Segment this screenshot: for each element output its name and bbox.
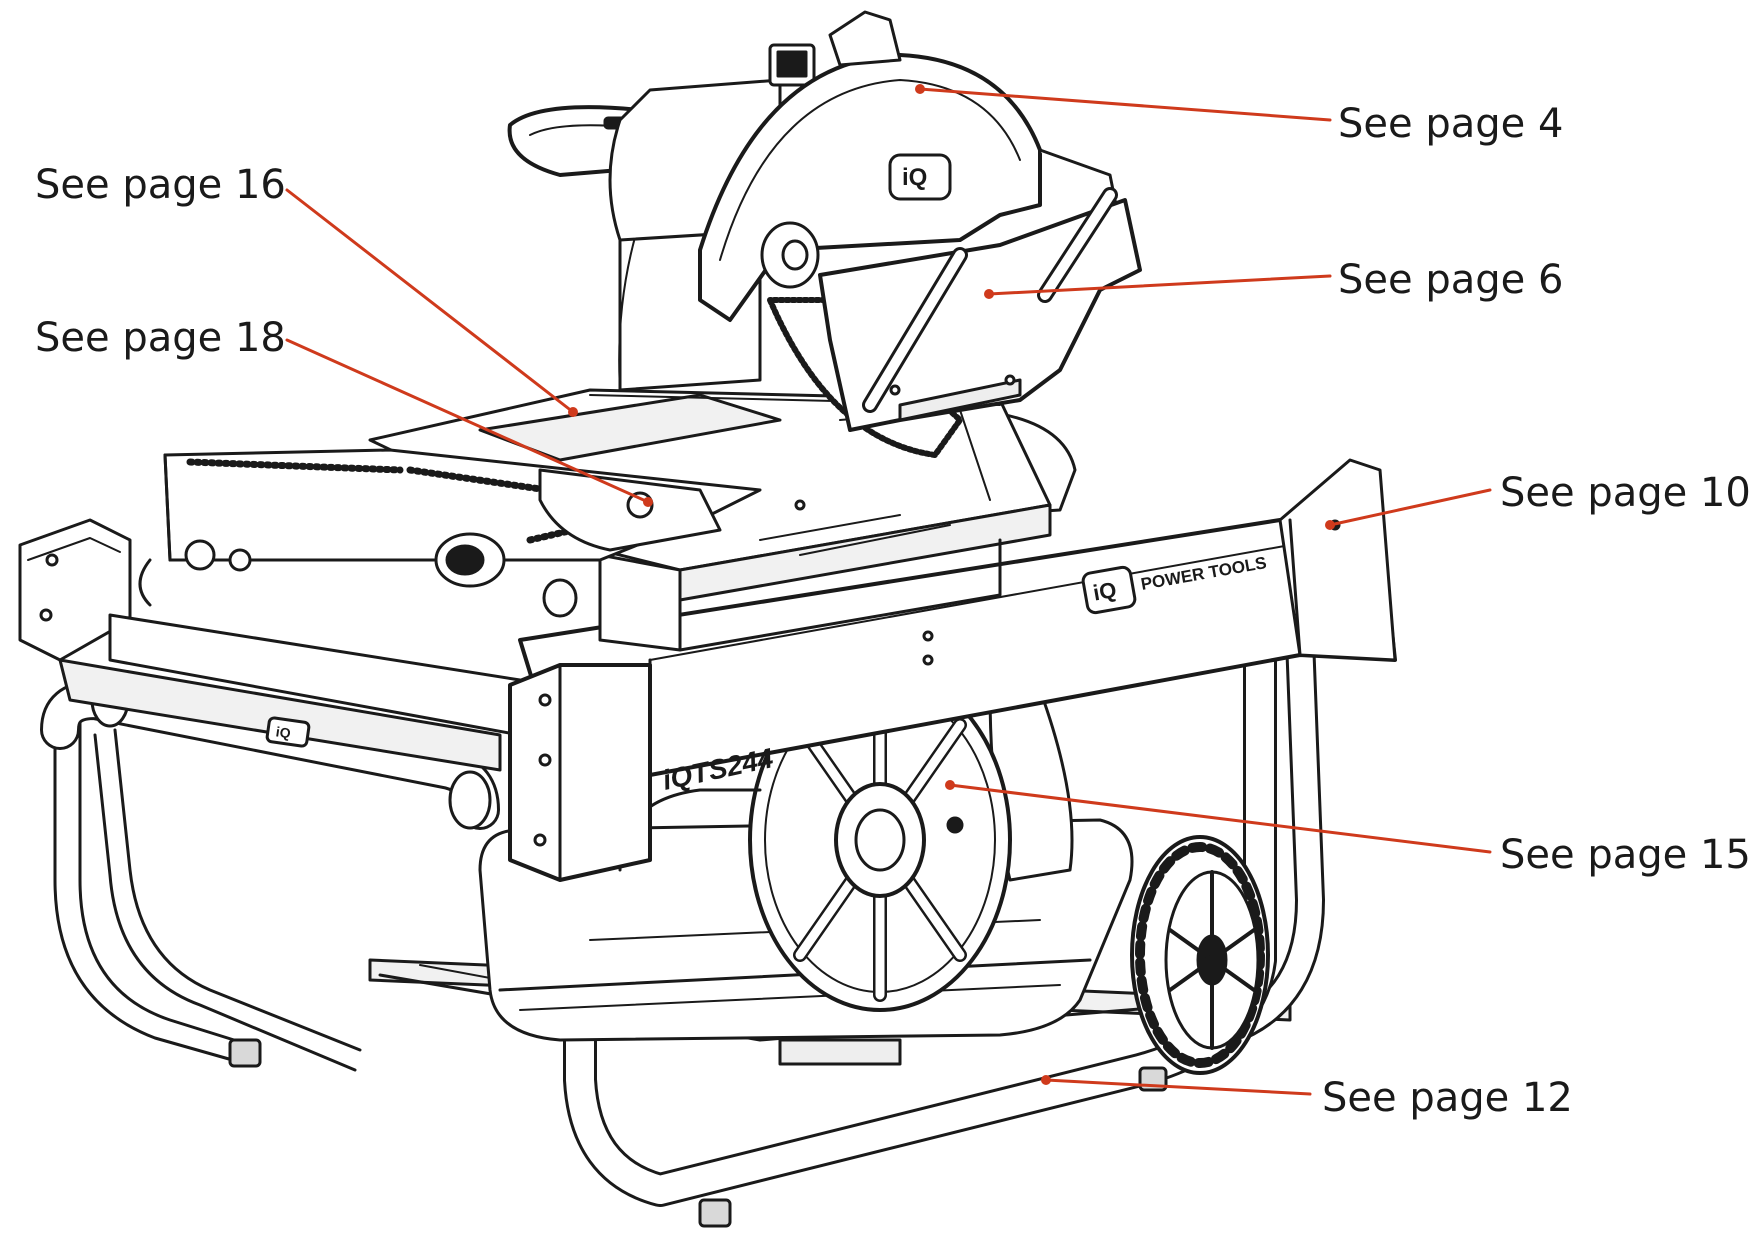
leader-page-15 (948, 783, 1492, 854)
left-frame-rail: iQ (18, 518, 522, 772)
transport-wheel (1130, 835, 1270, 1075)
splash-guard (818, 187, 1142, 432)
guard-brand-badge: iQ (902, 164, 927, 191)
callout-see-page-12: See page 12 (1322, 1075, 1573, 1121)
miter-guide (138, 448, 762, 618)
callout-see-page-10: See page 10 (1500, 470, 1751, 516)
leader-dot-page-16 (568, 407, 578, 417)
leader-lines (285, 87, 1492, 1096)
leader-dot-page-15 (945, 780, 955, 790)
lower-blade-guard (618, 668, 1074, 1012)
callout-see-page-4: See page 4 (1338, 101, 1564, 147)
callout-see-page-6: See page 6 (1338, 257, 1564, 303)
callout-see-page-15: See page 15 (1500, 832, 1751, 878)
handle-brand-badge: iQ (275, 723, 292, 741)
beam-brand-badge: iQ (1091, 577, 1118, 606)
leader-page-4 (918, 87, 1332, 122)
leader-dots (568, 84, 1335, 1085)
leader-dot-page-10 (1325, 520, 1335, 530)
leader-dot-page-18 (643, 497, 653, 507)
leader-page-12 (1044, 1078, 1312, 1096)
leader-page-18 (285, 338, 650, 504)
callout-see-page-18: See page 18 (35, 315, 286, 361)
table-front-block (598, 538, 1002, 652)
leader-page-10 (1328, 488, 1492, 527)
leader-page-16 (285, 188, 575, 414)
main-front-beam: iQ POWER TOOLS iQTS244 (508, 458, 1397, 882)
leader-dot-page-12 (1041, 1075, 1051, 1085)
callout-see-page-16: See page 16 (35, 162, 286, 208)
leader-page-6 (987, 274, 1332, 296)
leader-dot-page-6 (984, 289, 994, 299)
leader-dot-page-4 (915, 84, 925, 94)
